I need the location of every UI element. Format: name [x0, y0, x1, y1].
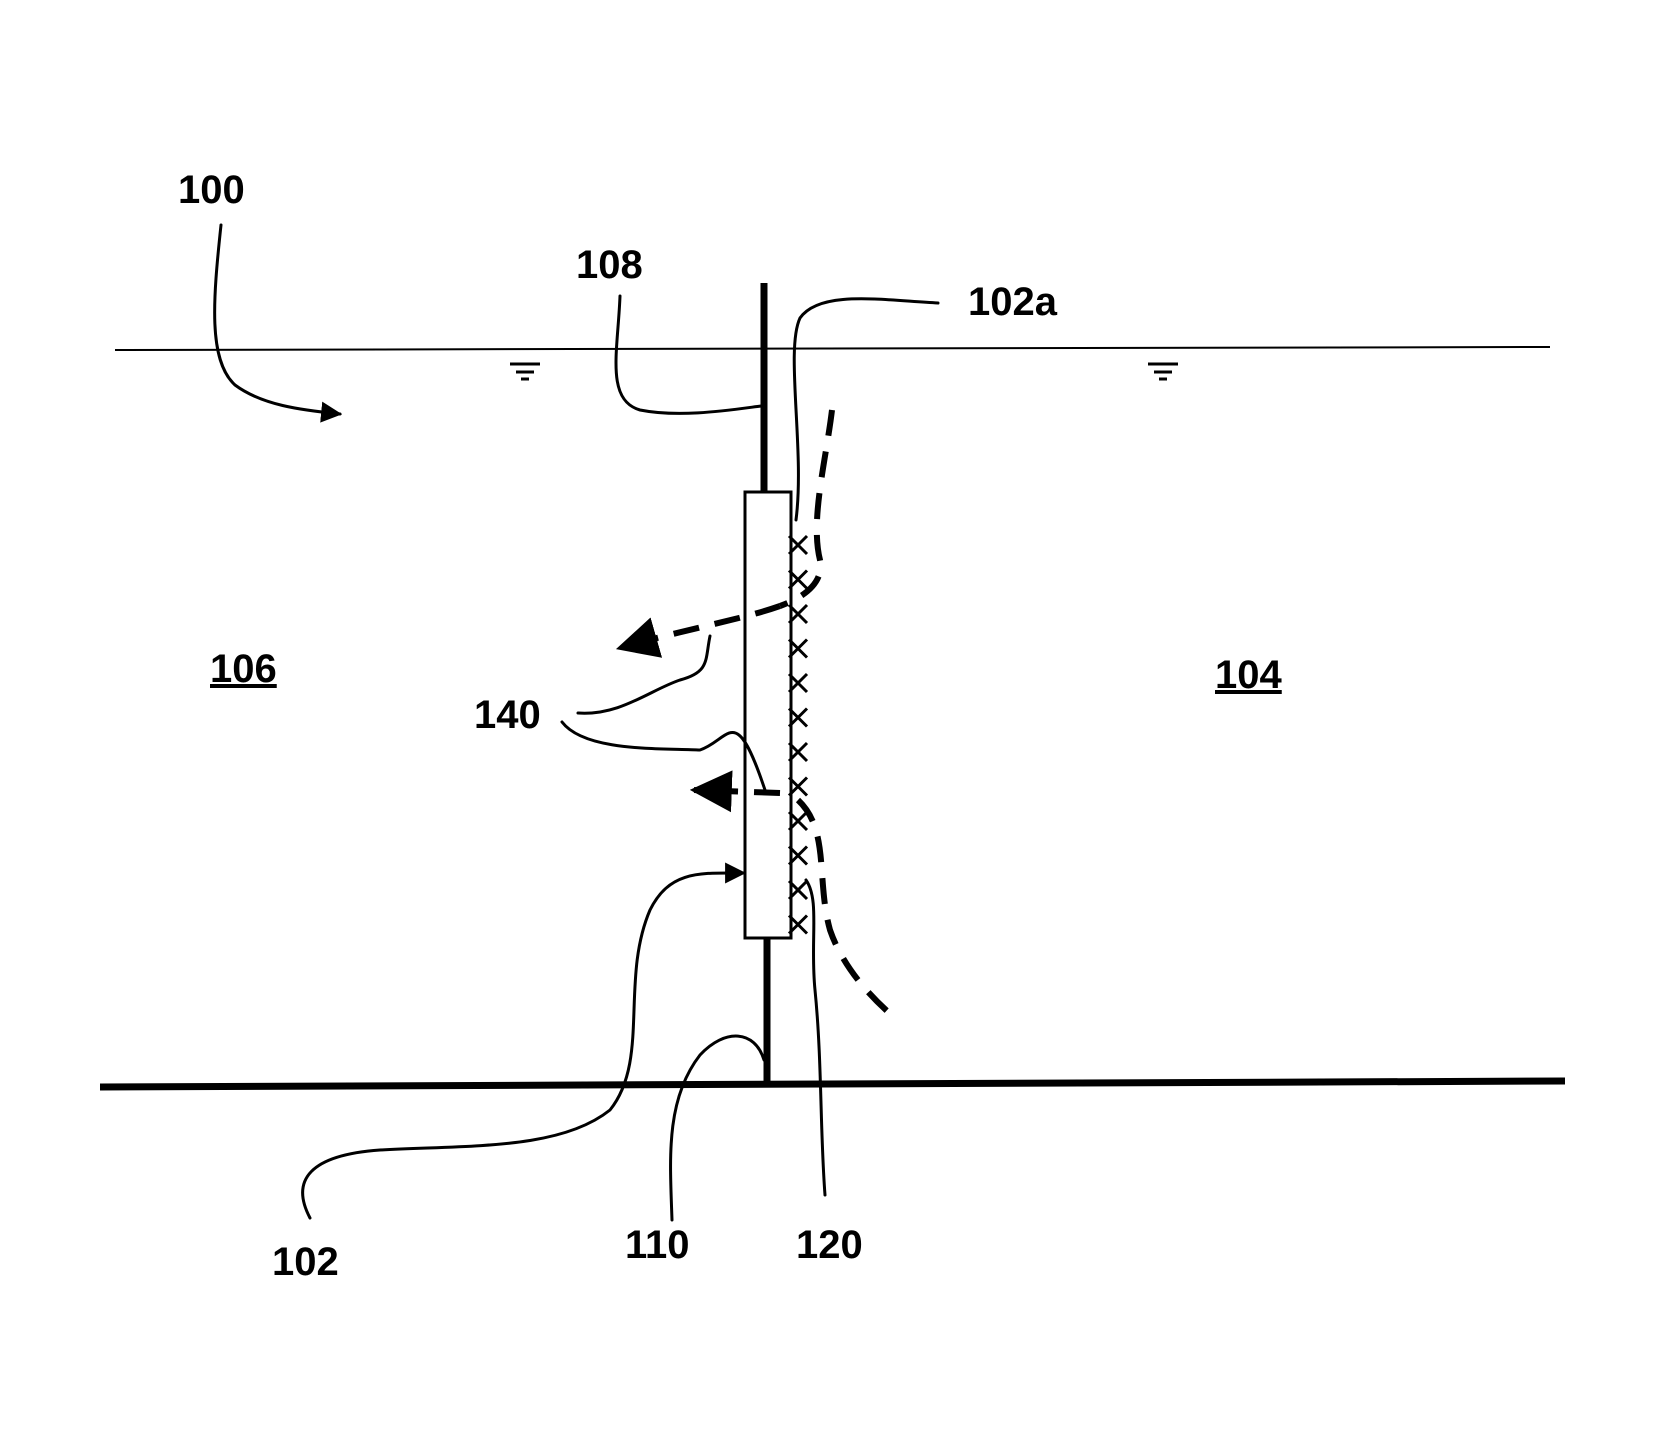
label-120: 120: [796, 1223, 863, 1267]
arrow-100-leader: [215, 225, 340, 414]
leader-140-lower: [562, 722, 765, 790]
label-140: 140: [474, 693, 541, 737]
leader-102: [303, 873, 744, 1218]
label-100: 100: [178, 168, 245, 212]
label-102a: 102a: [968, 280, 1058, 324]
water-surface-line: [115, 347, 1550, 350]
label-104: 104: [1215, 653, 1282, 697]
label-108: 108: [576, 243, 643, 287]
label-106: 106: [210, 647, 277, 691]
flow-arrow-lower: [694, 790, 780, 793]
barrier-panel: [745, 492, 791, 938]
leader-102a: [794, 299, 938, 520]
label-102: 102: [272, 1240, 339, 1284]
ground-line: [100, 1081, 1565, 1087]
water-level-symbol-left: [510, 364, 540, 379]
label-110: 110: [625, 1223, 690, 1267]
leader-120: [806, 880, 825, 1195]
leader-108: [616, 296, 761, 413]
leader-140-upper: [578, 636, 710, 713]
leader-110: [671, 1036, 764, 1220]
water-level-symbol-right: [1148, 364, 1178, 379]
